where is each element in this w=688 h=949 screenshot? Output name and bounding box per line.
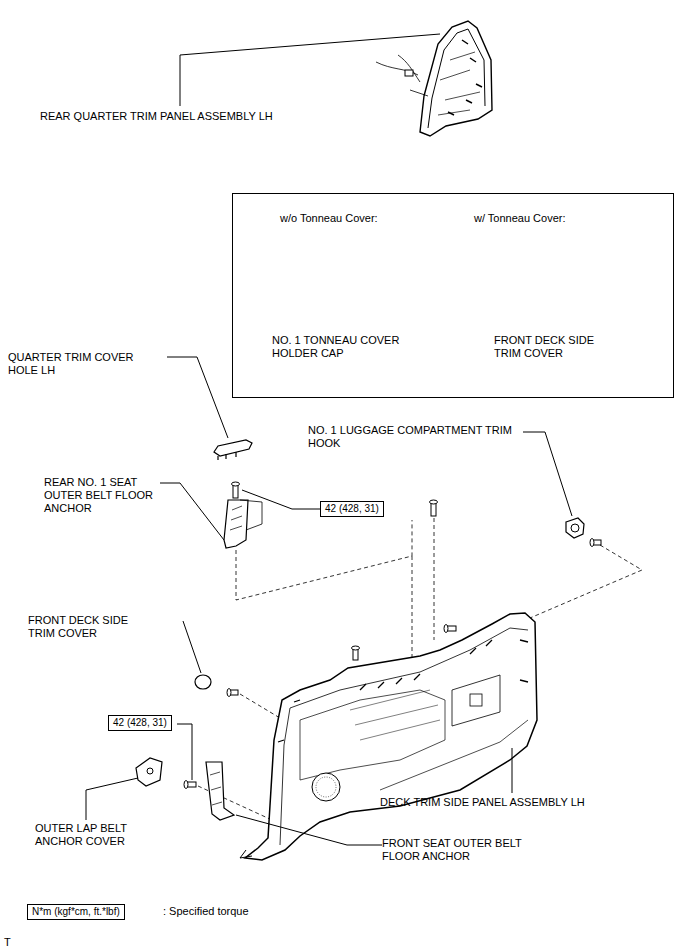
part-label: REAR QUARTER TRIM PANEL ASSEMBLY LH [40, 110, 300, 123]
part-label: : Specified torque [163, 905, 283, 918]
torque-value: 42 (428, 31) [113, 717, 167, 729]
part-label: QUARTER TRIM COVER HOLE LH [8, 351, 158, 377]
part-label: T [4, 936, 24, 949]
torque-value: N*m (kgf*cm, ft.*lbf) [32, 906, 120, 918]
part-label: REAR NO. 1 SEAT OUTER BELT FLOOR ANCHOR [44, 476, 156, 515]
part-label: FRONT DECK SIDE TRIM COVER [28, 614, 148, 640]
belt-anchor-figure [224, 482, 262, 548]
part-label: OUTER LAP BELT ANCHOR COVER [35, 822, 147, 848]
deck-trim-panel-figure [240, 613, 537, 860]
part-label: DECK TRIM SIDE PANEL ASSEMBLY LH [380, 796, 640, 809]
leader-line [180, 34, 440, 106]
torque-box: 42 (428, 31) [320, 501, 384, 517]
variant-text: w/o Tonneau Cover: [280, 212, 420, 225]
front-belt-anchor-figure [206, 762, 234, 820]
variant-box: w/o Tonneau Cover: w/ Tonneau Cover: NO. 1… [232, 193, 674, 398]
variant-text: w/ Tonneau Cover: [474, 212, 614, 225]
torque-box: N*m (kgf*cm, ft.*lbf) [27, 904, 125, 920]
variant-text: NO. 1 TONNEAU COVER HOLDER CAP [272, 334, 432, 360]
cover-hole-figure [214, 440, 252, 460]
torque-value: 42 (428, 31) [325, 503, 379, 515]
lap-cover-figure [136, 758, 162, 786]
part-label: FRONT SEAT OUTER BELT FLOOR ANCHOR [382, 837, 557, 863]
part-label: NO. 1 LUGGAGE COMPARTMENT TRIM HOOK [308, 424, 518, 450]
trim-hook-figure [566, 518, 584, 538]
front-trim-cover-figure [195, 675, 211, 689]
torque-box: 42 (428, 31) [108, 715, 172, 731]
variant-text: FRONT DECK SIDE TRIM COVER [494, 334, 619, 360]
